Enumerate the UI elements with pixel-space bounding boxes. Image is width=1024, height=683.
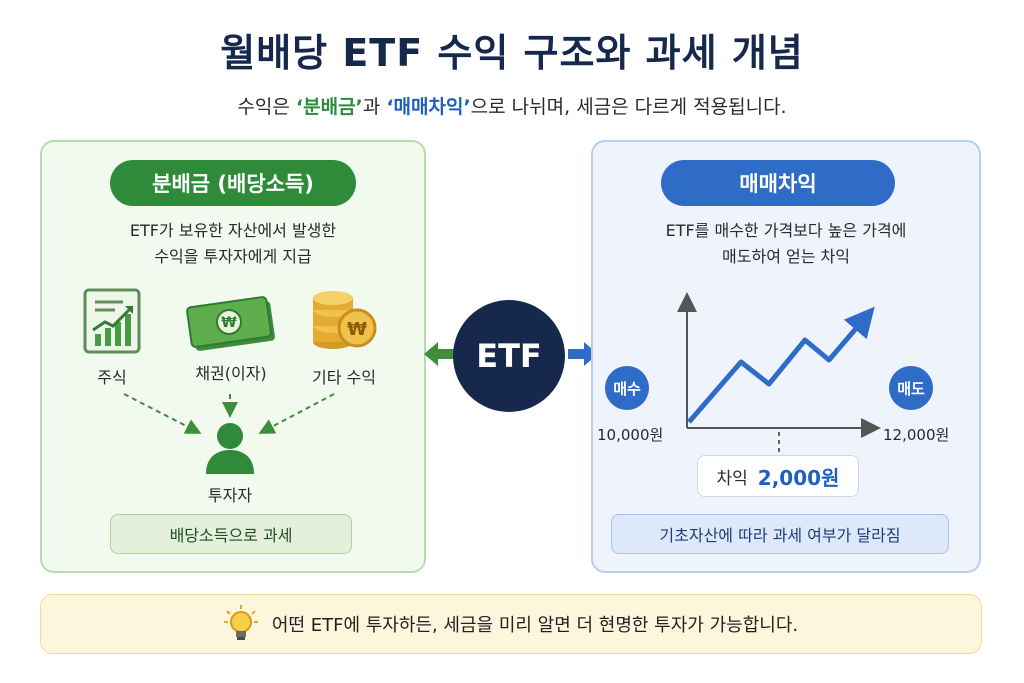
sell-badge: 매도	[889, 366, 933, 410]
profit-box: 차익 2,000원	[697, 455, 859, 497]
source-other: ₩ 기타 수익	[294, 288, 394, 388]
person-icon	[206, 423, 254, 474]
source-bond-label: 채권(이자)	[195, 364, 267, 383]
bottom-tip-text: 어떤 ETF에 투자하든, 세금을 미리 알면 더 현명한 투자가 가능합니다.	[271, 615, 799, 636]
distribution-desc-line-2: 수익을 투자자에게 지급	[154, 247, 312, 266]
flow-arrows	[123, 393, 335, 434]
source-other-label: 기타 수익	[312, 368, 376, 387]
sell-price: 12,000원	[883, 426, 950, 444]
arrow-right-icon	[568, 342, 598, 366]
subtitle-part-1: 수익은	[237, 96, 296, 118]
subtitle-part-2: 과	[362, 96, 387, 118]
capital-gain-desc-line-2: 매도하여 얻는 차익	[722, 247, 850, 266]
price-chart	[677, 292, 881, 454]
buy-badge: 매수	[605, 366, 649, 410]
investor-label: 투자자	[207, 486, 253, 505]
bottom-tip-bar: 어떤 ETF에 투자하든, 세금을 미리 알면 더 현명한 투자가 가능합니다.	[40, 594, 982, 654]
cash-bills-icon: ₩	[186, 296, 275, 351]
source-stock: 주식	[72, 288, 152, 388]
profit-label: 차익	[716, 468, 748, 489]
coin-stack-icon: ₩	[313, 291, 377, 349]
distribution-description: ETF가 보유한 자산에서 발생한 수익을 투자자에게 지급	[42, 218, 424, 270]
svg-text:₩: ₩	[347, 319, 367, 340]
subtitle-part-3: 으로 나뉘며, 세금은 다르게 적용됩니다.	[470, 96, 787, 118]
distribution-desc-line-1: ETF가 보유한 자산에서 발생한	[129, 221, 337, 240]
svg-text:₩: ₩	[221, 315, 237, 331]
capital-gain-desc-line-1: ETF를 매수한 가격보다 높은 가격에	[665, 221, 907, 240]
buy-price: 10,000원	[597, 426, 664, 444]
capital-gain-tax-note: 기초자산에 따라 과세 여부가 달라짐	[611, 514, 949, 554]
capital-gain-description: ETF를 매수한 가격보다 높은 가격에 매도하여 얻는 차익	[593, 218, 979, 270]
source-stock-label: 주식	[97, 368, 127, 387]
capital-gain-panel: 매매차익 ETF를 매수한 가격보다 높은 가격에 매도하여 얻는 차익 매수 …	[591, 140, 981, 573]
profit-amount: 2,000원	[757, 465, 840, 490]
page-title: 월배당 ETF 수익 구조와 과세 개념	[220, 31, 804, 75]
subtitle-term-distribution: ‘분배금’	[295, 96, 363, 118]
capital-gain-heading: 매매차익	[661, 160, 895, 206]
arrow-left-icon	[424, 342, 454, 366]
investor: 투자자	[190, 422, 270, 506]
subtitle-term-capital-gain: ‘매매차익’	[386, 96, 471, 118]
price-line	[687, 306, 875, 424]
distribution-panel: 분배금 (배당소득) ETF가 보유한 자산에서 발생한 수익을 투자자에게 지…	[40, 140, 426, 573]
etf-center-circle: ETF	[453, 300, 565, 412]
stock-chart-icon	[83, 288, 141, 354]
source-bond: ₩ 채권(이자)	[176, 292, 286, 384]
lightbulb-icon	[223, 605, 258, 640]
distribution-heading: 분배금 (배당소득)	[110, 160, 356, 206]
page-subtitle: 수익은 ‘분배금’과 ‘매매차익’으로 나뉘며, 세금은 다르게 적용됩니다.	[0, 92, 1024, 119]
distribution-tax-note: 배당소득으로 과세	[110, 514, 352, 554]
